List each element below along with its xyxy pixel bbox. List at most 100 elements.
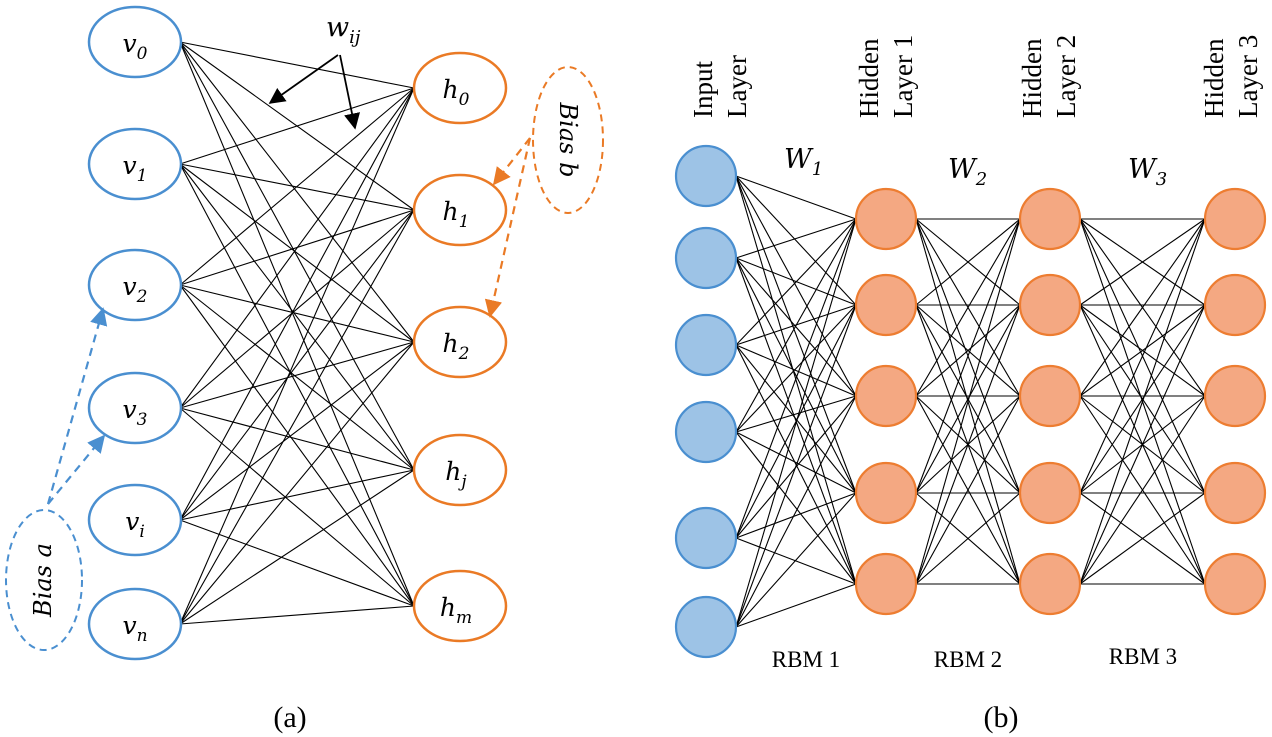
visible-unit-v1: v1	[87, 127, 183, 201]
svg-text:v0: v0	[123, 29, 148, 64]
svg-text:hj: hj	[445, 457, 467, 492]
svg-text:Hidden: Hidden	[1199, 38, 1229, 118]
dbn-edge-l0-2-3	[735, 344, 857, 494]
caption-a: (a)	[273, 701, 306, 734]
rbm-edge-v0-h4	[179, 41, 415, 607]
hidden1-unit-4	[854, 552, 918, 616]
input-unit-1	[674, 226, 738, 290]
hidden-unit-hj: hj	[412, 433, 508, 507]
visible-unit-vn: vn	[87, 587, 183, 661]
weight-arrow-right	[339, 54, 360, 130]
visible-unit-v2: v2	[87, 248, 183, 322]
dbn-edge-l2-2-0	[1079, 218, 1206, 397]
rbm-edge-v5-h2	[179, 341, 415, 625]
rbm-edge-v0-h0	[179, 41, 415, 89]
rbm-edge-v2-h2	[179, 284, 415, 343]
layer-header-hidden3: Hidden Layer 3	[1199, 35, 1263, 118]
svg-text:Layer 1: Layer 1	[888, 35, 918, 118]
dbn-edge-l1-3-1	[915, 304, 1021, 494]
hidden2-unit-1	[1018, 273, 1082, 337]
rbm-edge-v1-h0	[179, 87, 415, 165]
svg-text:v1: v1	[123, 151, 148, 186]
hidden3-unit-0	[1203, 187, 1267, 251]
hidden-unit-hm: hm	[412, 569, 508, 643]
layer-header-hidden1: Hidden Layer 1	[854, 35, 918, 118]
dbn-edge-l1-4-2	[915, 395, 1021, 585]
dbn-edge-l0-5-0	[735, 218, 857, 628]
input-unit-0	[674, 144, 738, 208]
svg-text:Hidden: Hidden	[1017, 38, 1047, 118]
weight-label-wij: wij	[326, 12, 361, 48]
weight-label-w3: W3	[1128, 154, 1167, 190]
hidden1-unit-3	[854, 461, 918, 525]
weight-arrow-left	[268, 54, 339, 104]
hidden3-unit-2	[1203, 364, 1267, 428]
layer-header-input: Input Layer	[688, 55, 752, 118]
hidden1-unit-0	[854, 187, 918, 251]
rbm-edge-v1-h3	[179, 163, 415, 471]
dbn-edge-l1-3-0	[915, 218, 1021, 494]
bias-b-arrow-h1	[492, 137, 531, 186]
rbm-edge-v4-h1	[179, 209, 415, 521]
svg-text:h2: h2	[443, 329, 470, 364]
input-unit-5	[674, 595, 738, 659]
bias-b-node: Bias b	[532, 66, 604, 214]
rbm-edge-v0-h3	[179, 41, 415, 471]
hidden3-unit-1	[1203, 273, 1267, 337]
hidden-unit-h2: h2	[412, 305, 508, 379]
rbm-edge-v4-h3	[179, 469, 415, 521]
dbn-edge-l2-3-1	[1079, 304, 1206, 494]
rbm-label-2: RBM 2	[934, 647, 1002, 672]
svg-text:Layer 2: Layer 2	[1051, 35, 1081, 118]
svg-text:v3: v3	[123, 395, 148, 430]
rbm-edge-v2-h3	[179, 284, 415, 471]
svg-text:h1: h1	[443, 197, 470, 232]
dbn-edge-l1-1-0	[915, 218, 1021, 306]
visible-unit-vi: vi	[87, 483, 183, 557]
dbn-edge-l2-4-0	[1079, 218, 1206, 585]
rbm-edge-v5-h0	[179, 87, 415, 625]
dbn-edge-l0-2-2	[735, 344, 857, 397]
hidden2-unit-2	[1018, 364, 1082, 428]
rbm-edge-v3-h1	[179, 209, 415, 409]
svg-text:Layer 3: Layer 3	[1233, 35, 1263, 118]
dbn-edge-l0-4-0	[735, 218, 857, 539]
visible-unit-v0: v0	[87, 5, 183, 79]
dbn-edge-l0-3-2	[735, 395, 857, 433]
hidden-unit-h0: h0	[412, 51, 508, 125]
svg-text:h0: h0	[443, 75, 470, 110]
svg-text:vi: vi	[125, 507, 145, 542]
bias-a-node: Bias a	[5, 509, 83, 651]
dbn-edge-l0-4-3	[735, 492, 857, 539]
dbn-edge-l0-1-3	[735, 257, 857, 494]
caption-b: (b)	[984, 701, 1019, 734]
dbn-edge-l2-4-3	[1079, 492, 1206, 585]
hidden-unit-h1: h1	[412, 173, 508, 247]
dbn-edge-l2-2-1	[1079, 304, 1206, 397]
dbn-edge-l1-4-3	[915, 492, 1021, 585]
svg-text:Layer: Layer	[722, 55, 752, 118]
dbn-edge-l0-2-0	[735, 218, 857, 346]
hidden3-unit-3	[1203, 461, 1267, 525]
panel-a-rbm: v0 v1 v2 v3 vi vn h0 h1	[5, 5, 604, 734]
dbn-edge-l2-4-1	[1079, 304, 1206, 585]
weight-label-w1: W1	[784, 144, 823, 180]
rbm-edge-v3-h2	[179, 341, 415, 409]
layer-header-hidden2: Hidden Layer 2	[1017, 35, 1081, 118]
dbn-edge-l0-5-1	[735, 304, 857, 628]
dbn-edge-l1-4-1	[915, 304, 1021, 585]
panel-b-dbn: Input Layer Hidden Layer 1 Hidden Layer …	[674, 35, 1267, 734]
rbm-edge-v5-h3	[179, 469, 415, 625]
rbm-edge-v3-h3	[179, 407, 415, 471]
hidden1-unit-2	[854, 364, 918, 428]
rbm-edge-v2-h4	[179, 284, 415, 607]
dbn-edge-l0-0-0	[735, 175, 857, 220]
rbm-label-1: RBM 1	[772, 647, 840, 672]
rbm-edge-v5-h1	[179, 209, 415, 625]
bias-b-arrow-h2	[484, 137, 532, 318]
dbn-edge-l0-3-3	[735, 431, 857, 494]
svg-text:Input: Input	[688, 61, 718, 118]
dbn-weight-edges	[735, 175, 1206, 628]
bias-a-arrow-v3	[47, 434, 106, 505]
